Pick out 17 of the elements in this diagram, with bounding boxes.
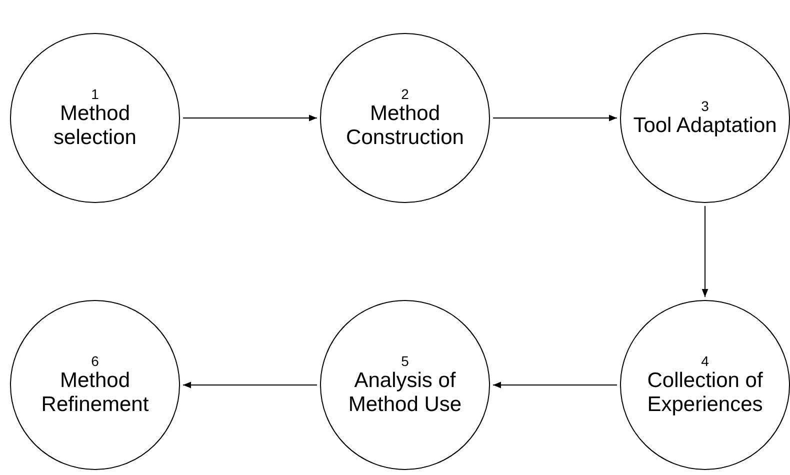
- step-label: Method selection: [52, 102, 138, 150]
- step-number: 6: [91, 353, 99, 369]
- step-label: Method Refinement: [40, 369, 150, 417]
- step-label: Method Construction: [345, 102, 465, 150]
- step-label: Analysis of Method Use: [347, 369, 463, 417]
- arrow: [182, 382, 318, 388]
- step-number: 5: [401, 353, 409, 369]
- arrow: [182, 114, 318, 122]
- step-number: 4: [701, 353, 709, 369]
- step-number: 1: [91, 86, 99, 102]
- step-number: 3: [701, 98, 709, 114]
- arrow: [492, 114, 618, 122]
- arrow: [492, 382, 618, 388]
- arrow: [702, 206, 708, 298]
- step-label: Tool Adaptation: [632, 114, 778, 138]
- step-number: 2: [401, 86, 409, 102]
- step-label: Collection of Experiences: [646, 369, 764, 417]
